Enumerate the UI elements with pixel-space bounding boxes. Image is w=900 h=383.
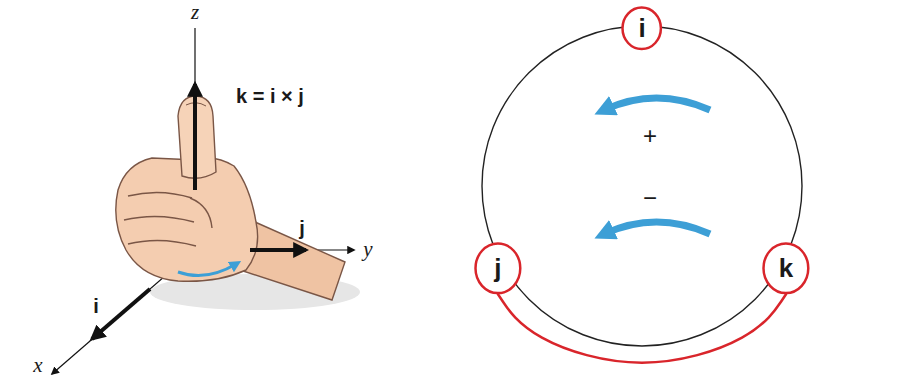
- red-ring-outline: [764, 243, 809, 293]
- i-vector: [92, 289, 150, 339]
- circled-unit-vector: k: [762, 242, 810, 295]
- circled-unit-vector: i: [621, 6, 662, 51]
- axis-label: y: [363, 238, 372, 261]
- vector-equation: k = i × j: [236, 85, 304, 107]
- right-hand: [116, 96, 345, 300]
- red-ring-outline: [623, 7, 661, 49]
- annotation-stroke: [498, 294, 786, 362]
- curl-arrow: [178, 264, 236, 276]
- red-ring-outline: [476, 243, 521, 293]
- positive-arrow: [604, 98, 710, 110]
- axis-label: x: [33, 354, 42, 377]
- negative-arrow: [604, 222, 710, 234]
- j-vector: [250, 248, 306, 252]
- vector-label: j: [299, 217, 305, 239]
- k-vector: [193, 84, 197, 190]
- axis-label: z: [191, 1, 199, 24]
- cycle-circle: [482, 26, 802, 346]
- unit-vector-name: k: [779, 254, 793, 283]
- unit-vector-name: j: [494, 254, 501, 283]
- unit-vector-name: i: [638, 14, 645, 43]
- sign-label: −: [643, 185, 657, 211]
- vector-label: i: [93, 295, 99, 317]
- sign-label: +: [643, 123, 657, 149]
- circled-unit-vector: j: [474, 242, 522, 295]
